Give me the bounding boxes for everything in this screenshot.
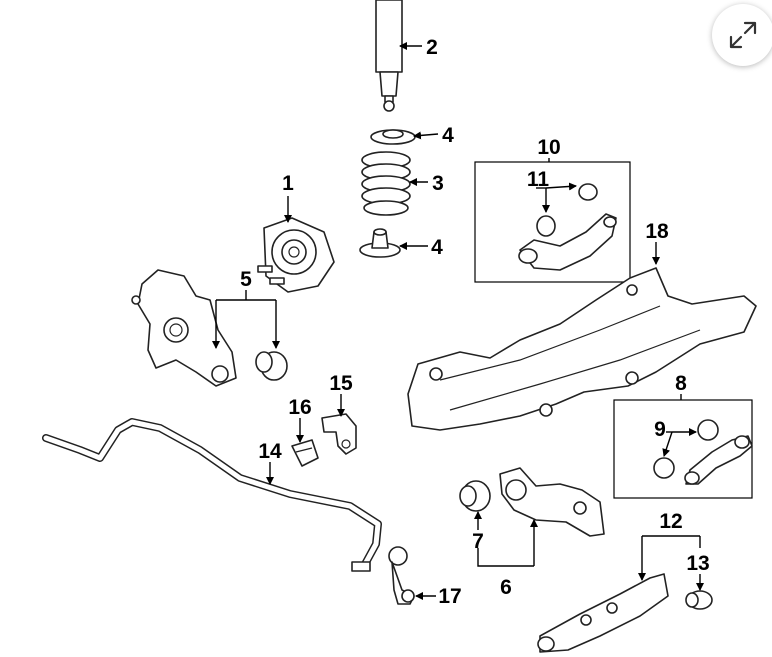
callout-4-lower: 4 [431,236,443,259]
leader-lines [212,42,704,600]
callout-box-10 [474,161,631,283]
callout-5: 5 [240,268,252,291]
control-arm-bushing [685,590,713,610]
callout-18: 18 [645,220,669,243]
callout-14: 14 [258,440,282,463]
callout-4-upper: 4 [442,124,454,147]
stabilizer-link [388,546,415,605]
upper-control-arm [518,183,617,271]
trailing-arm-bushing [459,480,491,512]
callout-labels: 1 2 3 4 4 5 6 7 8 9 10 11 12 13 14 15 16… [240,36,710,608]
crossmember [407,267,757,431]
callout-15: 15 [329,372,353,395]
callout-6: 6 [500,576,512,599]
callout-2: 2 [426,36,438,59]
callout-3: 3 [432,172,444,195]
coil-spring [361,151,411,216]
trailing-arm [499,467,605,537]
hub-bearing [257,217,335,293]
stabilizer-bracket [321,413,357,455]
callout-9: 9 [654,418,666,441]
callout-10: 10 [537,136,560,159]
lower-link [653,419,753,485]
stabilizer-bar [42,418,382,572]
shock-absorber [375,0,403,112]
knuckle [131,269,237,387]
callout-12: 12 [659,510,682,533]
callout-1: 1 [282,172,294,195]
callout-11: 11 [527,168,550,191]
callout-8: 8 [675,372,687,395]
lower-control-arm [537,573,669,653]
stabilizer-bushing [291,439,319,467]
upper-spring-insulator [370,129,416,145]
callout-17: 17 [438,585,461,608]
knuckle-bushing [255,351,288,381]
callout-7: 7 [472,530,484,553]
callout-box-8 [613,399,753,499]
callout-16: 16 [288,396,311,419]
expand-button[interactable] [712,4,772,66]
expand-arrows-icon [729,21,757,49]
callout-13: 13 [686,552,709,575]
lower-spring-insulator [359,228,401,258]
